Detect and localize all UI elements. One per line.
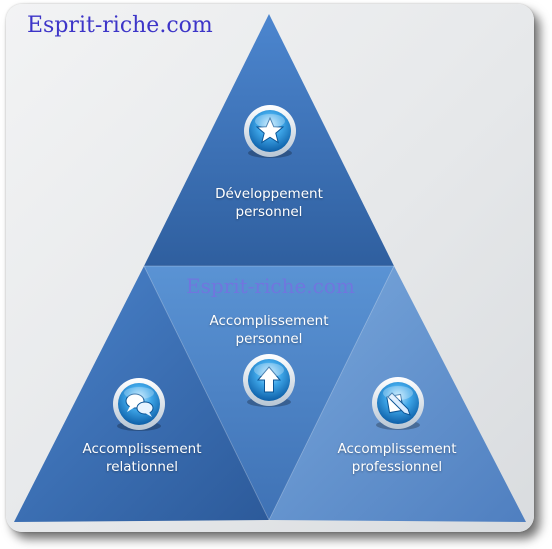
watermark-top: Esprit-riche.com bbox=[27, 13, 213, 38]
label-developpement-personnel: Développement personnel bbox=[199, 185, 339, 221]
label-left-line2: relationnel bbox=[105, 459, 179, 475]
label-accomplissement-professionnel: Accomplissement professionnel bbox=[320, 440, 474, 476]
label-left-line1: Accomplissement bbox=[82, 441, 202, 457]
label-top-line1: Développement bbox=[215, 186, 323, 202]
watermark-middle: Esprit-riche.com bbox=[186, 274, 355, 298]
label-right-line2: professionnel bbox=[351, 459, 443, 475]
star-icon bbox=[244, 105, 296, 158]
label-accomplissement-personnel: Accomplissement personnel bbox=[192, 312, 346, 348]
pencil-icon bbox=[372, 377, 424, 430]
label-right-line1: Accomplissement bbox=[337, 441, 457, 457]
label-accomplissement-relationnel: Accomplissement relationnel bbox=[65, 440, 219, 476]
up-arrow-icon bbox=[243, 354, 295, 407]
label-center-line2: personnel bbox=[235, 331, 303, 347]
label-center-line1: Accomplissement bbox=[209, 313, 329, 329]
label-top-line2: personnel bbox=[235, 204, 303, 220]
chat-bubbles-icon bbox=[113, 378, 165, 431]
diagram-frame: Esprit-riche.com Esprit-riche.com Dévelo… bbox=[6, 4, 534, 532]
pyramid-diagram bbox=[14, 14, 526, 522]
